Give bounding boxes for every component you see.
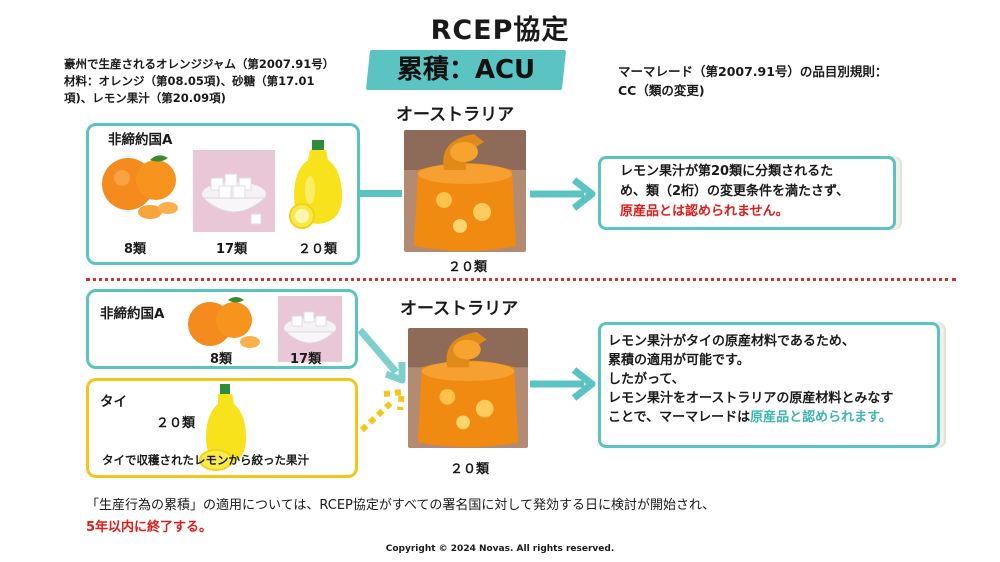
marmalade-jar-image [408,328,528,448]
top-sugar-caption: 17類 [216,242,248,257]
thailand-note: タイで収穫されたレモンから絞った果汁 [102,453,309,467]
top-explain-line: め、類（2桁）の変更条件を満たさず、 [620,184,850,199]
product-note: 豪州で生産されるオレンジジャム（第2007.91号） 材料：オレンジ（第08.0… [64,56,364,107]
orange-icon [188,297,260,348]
top-explain-panel [598,156,896,230]
top-arrow-to-explain [530,177,596,211]
top-explain-text: レモン果汁が第20類に分類されるた め、類（2桁）の変更条件を満たさず、 原産品… [620,162,890,222]
top-explain-conclusion: 原産品とは認められません。 [620,204,789,219]
top-jar-caption: ２０類 [448,260,488,275]
bottom-explain-line: 累積の適用が可能です。 [608,353,750,368]
footer-note-deadline: 5年以内に終了する。 [86,520,213,535]
footer-note: 「生産行為の累積」の適用については、RCEP協定がすべての署名国に対して発効する… [86,498,716,513]
bottom-explain-panel [598,322,940,448]
bottom-sugar-caption: 17類 [290,352,322,367]
top-explain-line: レモン果汁が第20類に分類されるた [620,164,834,179]
section-divider [86,278,956,281]
bottom-orange-caption: 8類 [210,352,233,367]
bottom-explain-line: レモン果汁をオーストラリアの原産材料とみなす [608,391,894,406]
bottom-jar-caption: ２０類 [450,462,490,477]
sugar-bowl-icon [278,296,342,362]
lemon-juice-bottle-icon [199,384,246,471]
marmalade-jar-image [404,130,526,252]
bottom-explain-prefix: ことで、マーマレードは [608,410,751,425]
thailand-caption: ２０類 [156,416,196,431]
product-note-line: 豪州で生産されるオレンジジャム（第2007.91号） [64,57,335,71]
bottom-explain-text: レモン果汁がタイの原産材料であるため、 累積の適用が可能です。 したがって、 レ… [608,332,938,427]
top-box-label: 非締約国A [108,132,173,148]
top-arrow-to-jar [360,190,402,197]
product-note-line: 項)、レモン果汁（第20.09項) [64,91,226,105]
rule-note-line: マーマレード（第2007.91号）の品目別規則： [618,64,888,79]
rule-note: マーマレード（第2007.91号）の品目別規則： CC（類の変更) [618,62,958,100]
bottom-explain-line: したがって、 [608,372,685,387]
bottom-country-label: オーストラリア [400,299,519,319]
thailand-label: タイ [100,394,127,410]
bottom-box-a-label: 非締約国A [100,306,165,322]
page-title: RCEP協定 [430,15,570,46]
top-lemon-caption: ２０類 [298,242,338,257]
bottom-explain-conclusion: 原産品と認められます。 [750,410,892,425]
bottom-arrow-to-explain [530,367,596,401]
sugar-bowl-icon [193,150,275,232]
top-orange-caption: 8類 [124,242,147,257]
copyright: Copyright © 2024 Novas. All rights reser… [385,544,615,554]
top-country-label: オーストラリア [396,105,515,125]
bottom-explain-last-line: ことで、マーマレードは原産品と認められます。 [608,408,938,427]
product-note-line: 材料：オレンジ（第08.05項)、砂糖（第17.01 [64,74,315,88]
bottom-explain-line: レモン果汁がタイの原産材料であるため、 [608,334,855,349]
rule-note-line: CC（類の変更) [618,83,705,98]
bottom-arrows-to-jar [357,327,406,433]
lemon-juice-bottle-icon [289,140,342,229]
orange-icon [102,155,178,219]
page-subtitle: 累積：ACU [396,55,536,85]
